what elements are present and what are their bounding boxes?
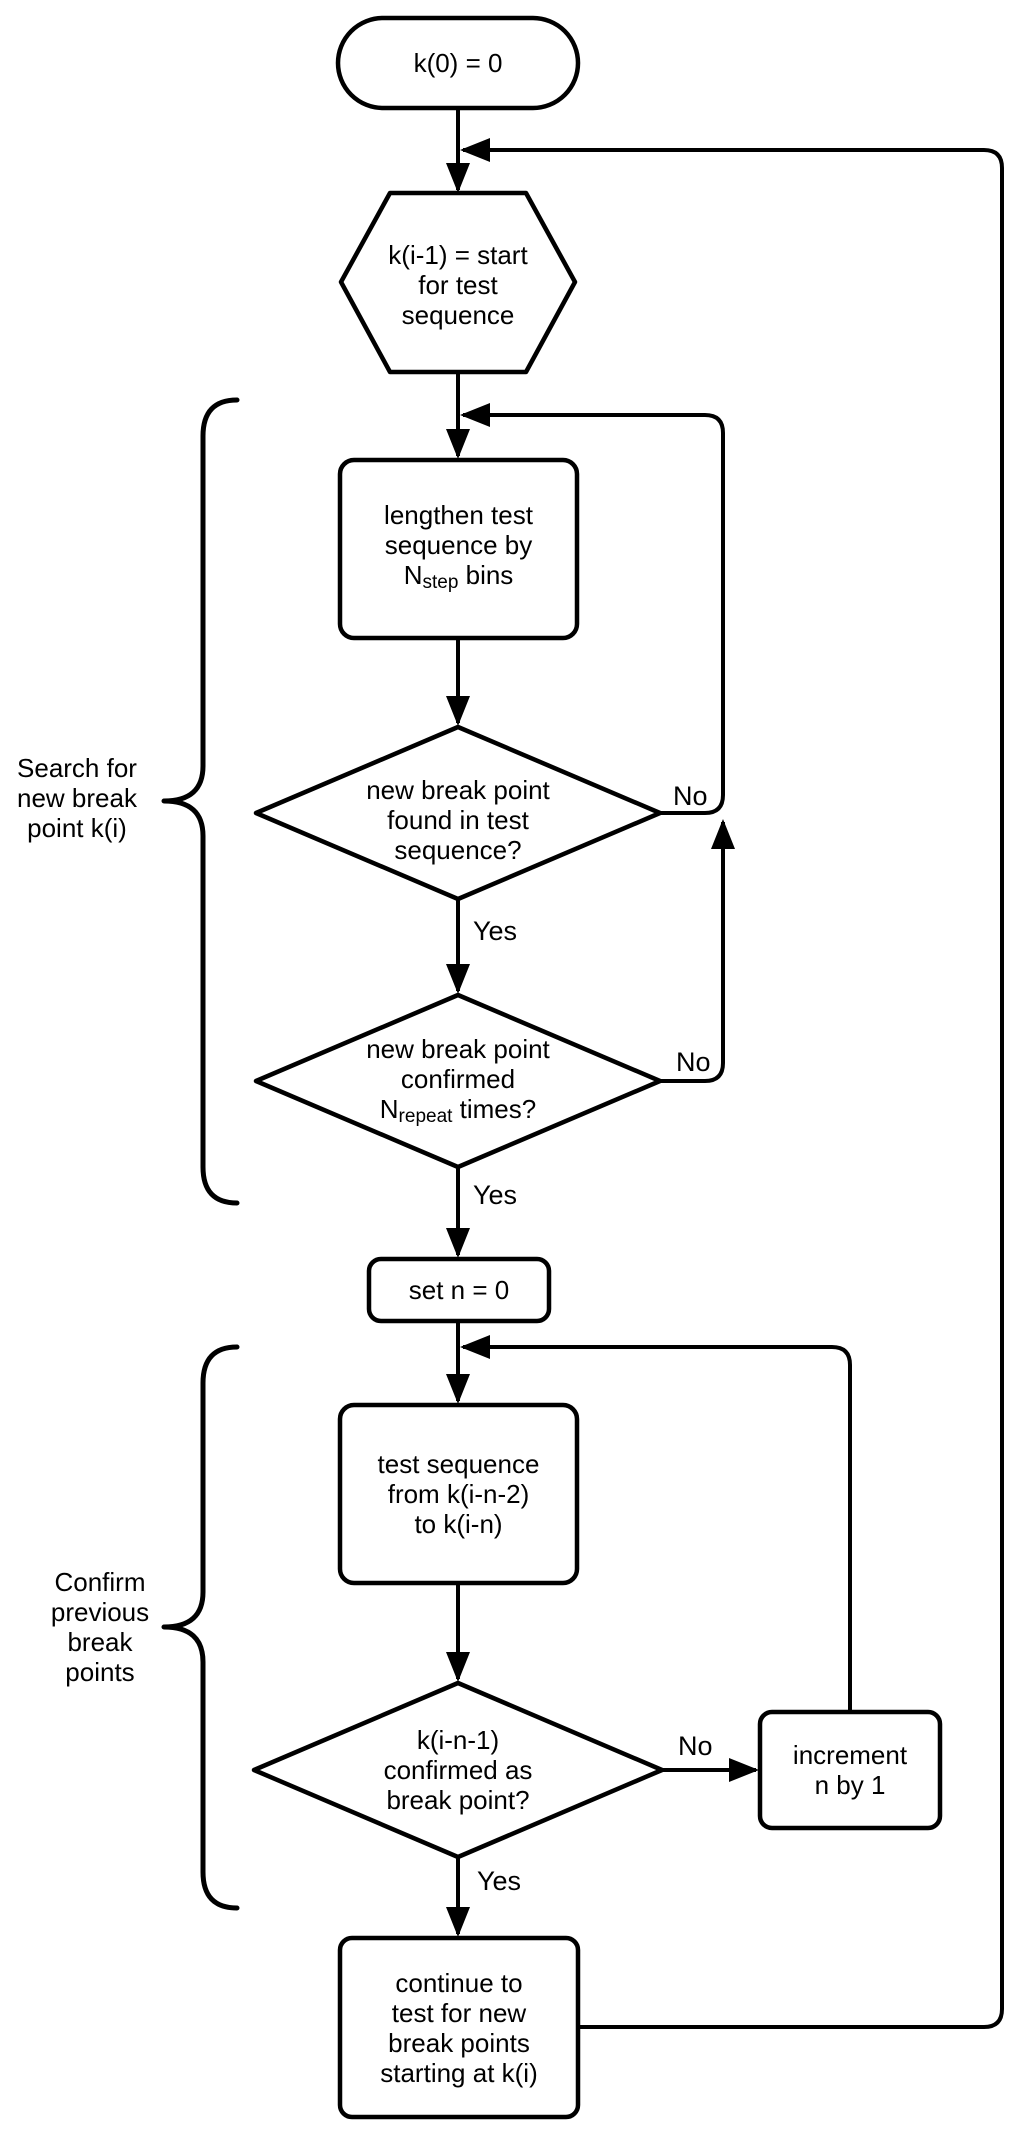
- set-n-process-shape: [366, 1256, 552, 1324]
- continue-process-label: continue to test for new break points st…: [340, 1938, 578, 2117]
- kin1-line-1: k(i-n-1): [416, 1725, 500, 1755]
- test-line-2: from k(i-n-2): [387, 1479, 530, 1509]
- test-sequence-process-shape: [337, 1402, 580, 1586]
- kin1-line-3: break point?: [386, 1785, 530, 1815]
- confirm-label-line-3: break: [67, 1627, 133, 1657]
- nrepeat-symbol: N: [379, 1094, 399, 1124]
- confirmed-yes-label: Yes: [473, 1180, 518, 1210]
- increment-process-shape: [757, 1709, 943, 1831]
- nrepeat-subscript: repeat: [398, 1106, 453, 1127]
- edge-increment-loop: [460, 1335, 852, 1712]
- continue-line-1: continue to: [395, 1967, 523, 1998]
- confirm-label-line-4: points: [65, 1657, 135, 1687]
- lengthen-process-label: lengthen test sequence by Nstep bins: [340, 460, 577, 638]
- search-brace-label: Search for new break point k(i): [7, 753, 147, 843]
- nrepeat-suffix: times?: [452, 1094, 537, 1124]
- found-decision-shape: [253, 724, 663, 902]
- confirmed-line-1: new break point: [366, 1034, 550, 1064]
- continue-process-shape: [337, 1935, 581, 2120]
- confirmed-decision-label: new break point confirmed Nrepeat times?: [308, 998, 608, 1168]
- found-line-2: found in test: [387, 805, 529, 835]
- increment-line-1: increment: [792, 1740, 908, 1770]
- search-brace: [161, 397, 240, 1206]
- kin1-decision-shape: [251, 1680, 665, 1860]
- found-yes-label: Yes: [473, 916, 518, 946]
- found-no-label: No: [673, 781, 708, 811]
- confirm-brace: [161, 1344, 240, 1911]
- set-n-text: set n = 0: [408, 1275, 510, 1305]
- search-label-line-2: new break: [17, 783, 137, 813]
- confirmed-line-3: Nrepeat times?: [380, 1094, 536, 1132]
- init-line-3: sequence: [401, 299, 515, 330]
- edge-found-no-loop: [460, 403, 725, 815]
- kin1-no-label: No: [678, 1731, 713, 1761]
- test-line-1: test sequence: [377, 1449, 540, 1479]
- test-sequence-process-label: test sequence from k(i-n-2) to k(i-n): [340, 1405, 577, 1583]
- confirm-label-line-1: Confirm: [54, 1567, 146, 1597]
- start-terminator-shape: [335, 15, 581, 111]
- continue-line-2: test for new: [391, 1997, 527, 2028]
- confirmed-line-2: confirmed: [400, 1064, 516, 1094]
- confirmed-no-label: No: [676, 1047, 711, 1077]
- set-n-process-label: set n = 0: [369, 1259, 549, 1321]
- confirm-brace-label: Confirm previous break points: [30, 1567, 170, 1687]
- found-line-3: sequence?: [394, 835, 522, 865]
- lengthen-line-2: sequence by: [384, 530, 533, 560]
- kin1-yes-label: Yes: [477, 1866, 522, 1896]
- lengthen-line-3: Nstep bins: [404, 560, 514, 598]
- init-line-1: k(i-1) = start: [388, 239, 528, 270]
- edge-outer-loop: [460, 138, 1004, 2029]
- confirmed-decision-shape: [253, 992, 663, 1170]
- nstep-suffix: bins: [458, 560, 514, 590]
- found-decision-label: new break point found in test sequence?: [308, 733, 608, 907]
- search-label-line-3: point k(i): [27, 813, 127, 843]
- increment-line-2: n by 1: [814, 1770, 886, 1800]
- start-terminator-label: k(0) = 0: [338, 18, 578, 108]
- search-label-line-1: Search for: [17, 753, 137, 783]
- increment-process-label: increment n by 1: [760, 1712, 940, 1828]
- continue-line-3: break points: [388, 2027, 530, 2058]
- kin1-decision-label: k(i-n-1) confirmed as break point?: [308, 1683, 608, 1857]
- test-line-3: to k(i-n): [414, 1509, 503, 1539]
- edge-confirmed-no-loop: [660, 819, 735, 1083]
- nstep-subscript: step: [422, 572, 459, 593]
- confirm-label-line-2: previous: [50, 1597, 150, 1627]
- init-hexagon-shape: [338, 190, 578, 375]
- start-label-text: k(0) = 0: [413, 48, 503, 78]
- lengthen-line-1: lengthen test: [384, 500, 533, 530]
- nstep-symbol: N: [403, 560, 423, 590]
- kin1-line-2: confirmed as: [383, 1755, 533, 1785]
- init-hexagon-label: k(i-1) = start for test sequence: [346, 197, 570, 372]
- found-line-1: new break point: [366, 775, 550, 805]
- continue-line-4: starting at k(i): [380, 2057, 538, 2088]
- lengthen-process-shape: [337, 457, 580, 641]
- init-line-2: for test: [418, 269, 498, 300]
